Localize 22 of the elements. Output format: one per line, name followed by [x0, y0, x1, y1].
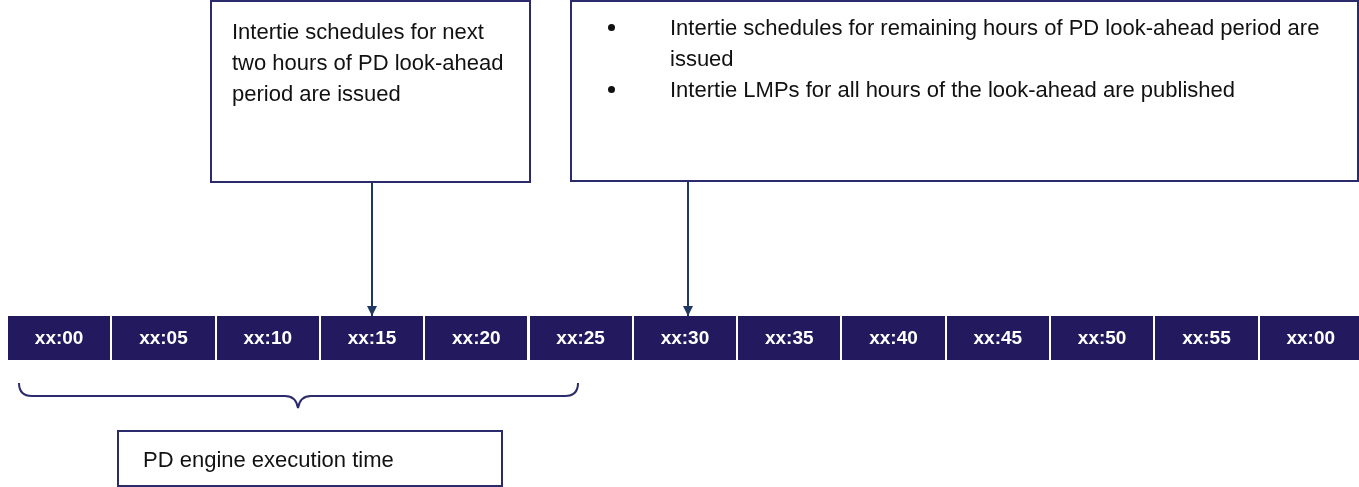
callout-text: Intertie schedules for next two hours of PD look-ahead period are issued	[232, 19, 504, 106]
time-slot-cell: xx:00	[1259, 316, 1359, 360]
time-slot-cell: xx:30	[633, 316, 737, 360]
time-slot-cell: xx:15	[320, 316, 424, 360]
time-slot-cell: xx:05	[112, 316, 215, 360]
time-slot-cell: xx:40	[842, 316, 945, 360]
callout-box	[117, 430, 503, 487]
arrow	[367, 182, 377, 317]
time-slot-cell: xx:20	[425, 316, 528, 360]
callout-text: Intertie schedules for remaining hours of PD look-ahead period are issued	[670, 15, 1320, 71]
time-slot-cell: xx:50	[1051, 316, 1154, 360]
time-slot-cell: xx:10	[216, 316, 319, 360]
time-slot-cell: xx:55	[1155, 316, 1258, 360]
callout-text: PD engine execution time	[143, 447, 394, 472]
time-slot-cell: xx:00	[8, 316, 111, 360]
callout-box	[570, 0, 1359, 182]
callout-box	[210, 0, 531, 183]
time-slot-cell: xx:25	[529, 316, 632, 360]
time-slot-cell: xx:35	[738, 316, 841, 360]
time-slot-cell: xx:45	[946, 316, 1049, 360]
arrow	[683, 181, 693, 317]
callout-text: Intertie LMPs for all hours of the look-ahead are published	[670, 77, 1235, 102]
